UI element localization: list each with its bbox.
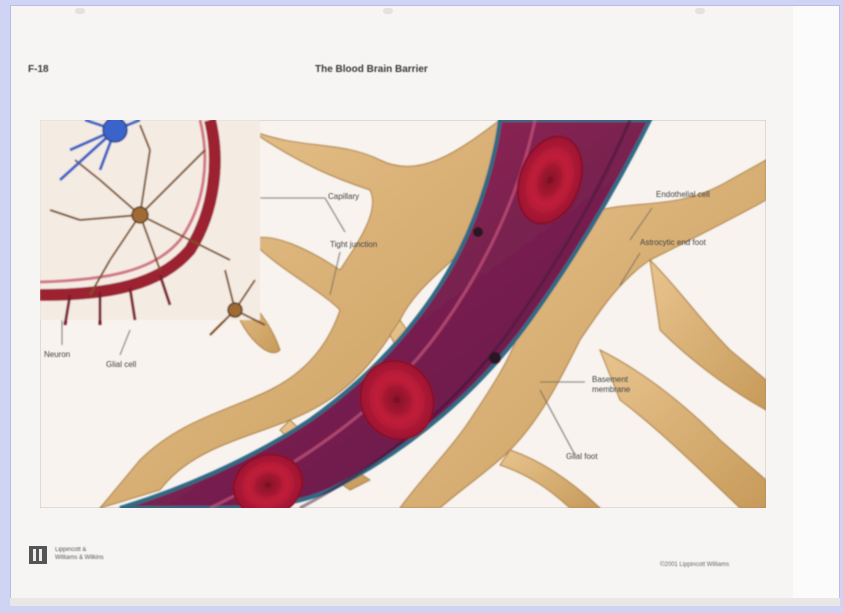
figure-number: F-18	[28, 64, 49, 75]
page-margin	[793, 6, 839, 604]
publisher-logo-icon	[27, 544, 49, 566]
label-neuron: Neuron	[44, 350, 70, 360]
bottom-strip	[10, 598, 840, 606]
label-endothelial-cell: Endothelial cell	[656, 190, 728, 200]
punch-hole	[383, 8, 393, 14]
label-capillary: Capillary	[328, 192, 359, 202]
label-basement-membrane: Basement membrane	[592, 375, 656, 395]
label-glial-cell: Glial cell	[106, 360, 136, 370]
label-tight-junction: Tight junction	[330, 240, 380, 250]
publisher-line-1: Lippincott &	[55, 546, 104, 554]
punch-hole	[695, 8, 705, 14]
copyright-text: ©2001 Lippincott Williams	[660, 562, 729, 568]
label-glial-foot: Glial foot	[566, 452, 598, 462]
blood-brain-barrier-diagram	[40, 120, 766, 508]
punch-hole	[75, 8, 85, 14]
publisher-name: Lippincott & Williams & Wilkins	[55, 546, 104, 562]
label-astrocytic-end-foot: Astrocytic end foot	[640, 238, 712, 248]
neuron-region	[40, 120, 265, 335]
figure-title: The Blood Brain Barrier	[315, 64, 428, 75]
publisher-line-2: Williams & Wilkins	[55, 554, 104, 562]
